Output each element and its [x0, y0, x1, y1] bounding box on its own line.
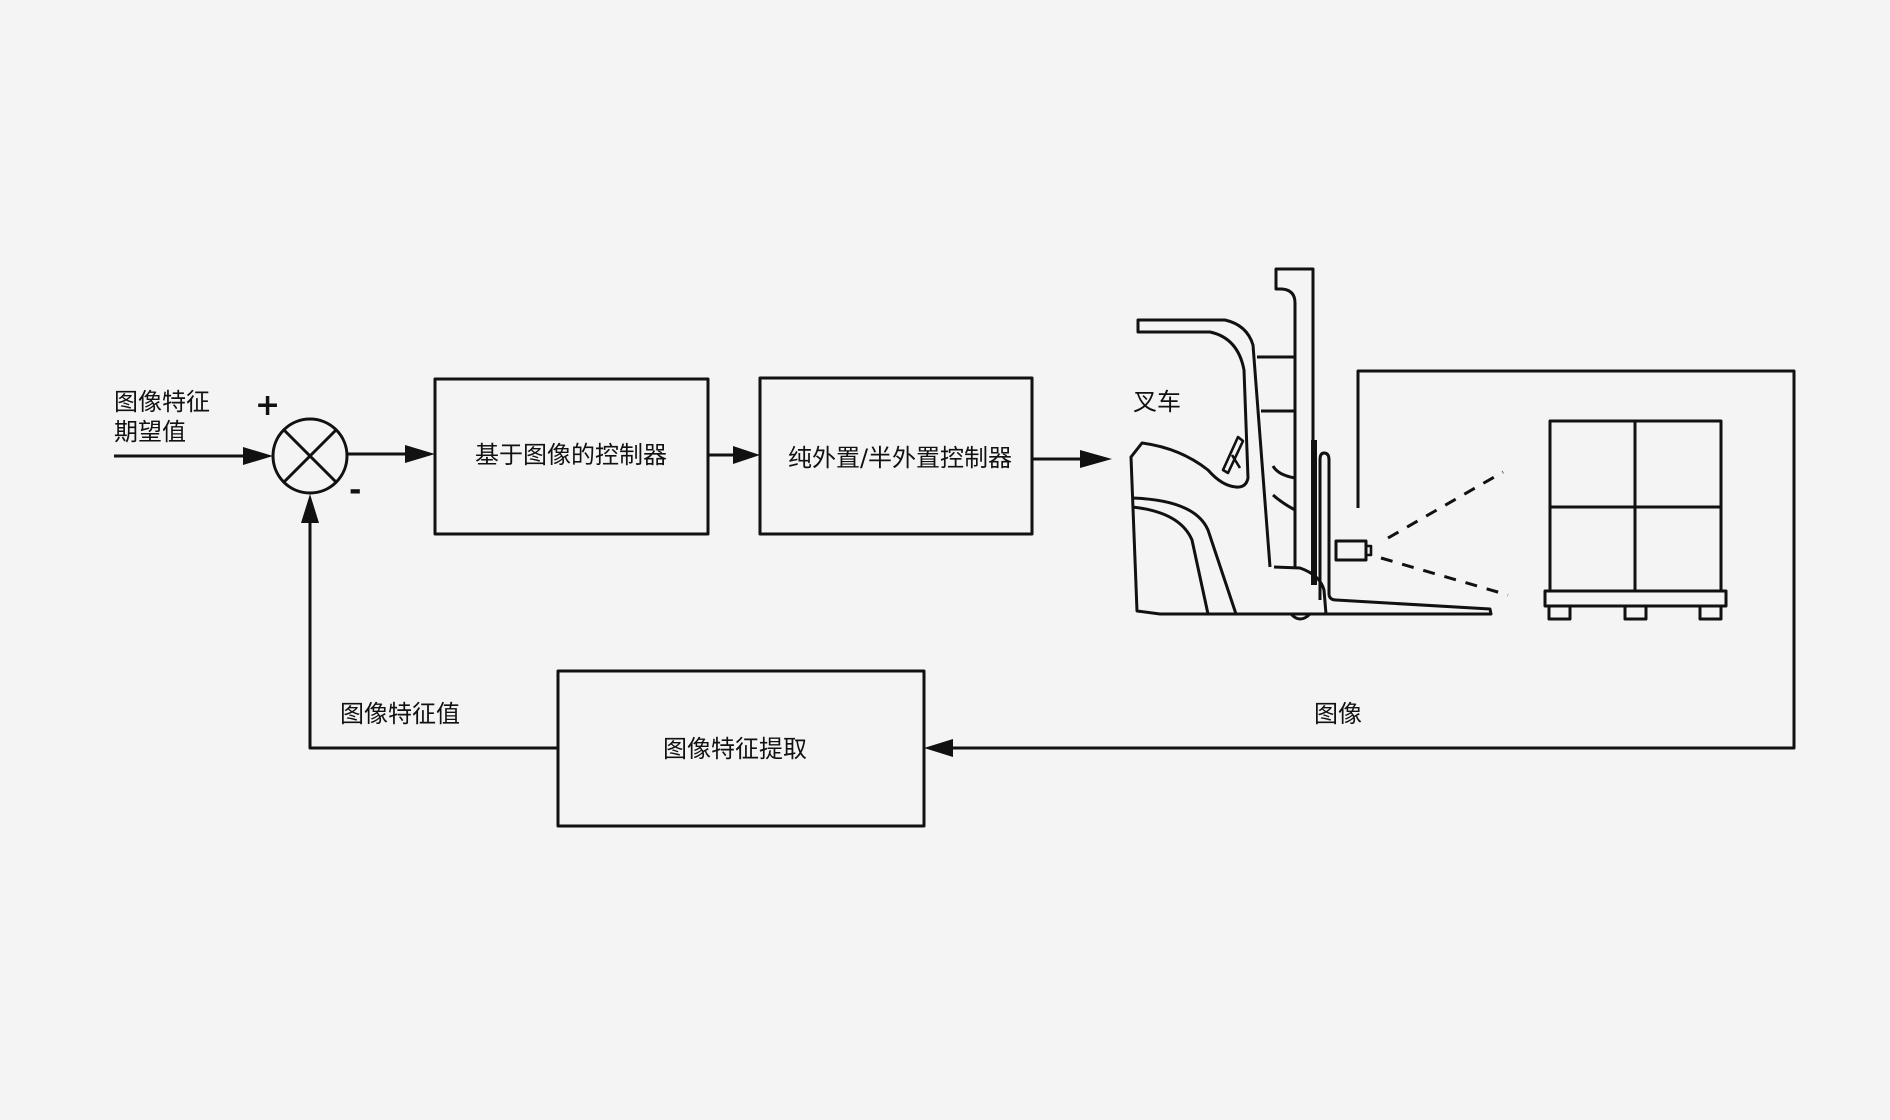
camera-icon — [1334, 539, 1373, 562]
feature-value-feedback-line — [308, 520, 558, 750]
pallet-boxes-icon — [1543, 419, 1728, 621]
input-arrowhead — [243, 447, 273, 465]
feature-extraction-label: 图像特征提取 — [663, 735, 807, 763]
input-label-line1: 图像特征 — [114, 388, 210, 416]
image-feedback-line — [947, 369, 1796, 750]
minus-sign: - — [349, 473, 361, 508]
feature-value-arrowhead — [301, 494, 319, 523]
controller-link-arrowhead — [733, 446, 760, 464]
input-label-line2: 期望值 — [114, 418, 186, 446]
forklift-icon — [1129, 267, 1493, 621]
forklift-label: 叉车 — [1133, 388, 1181, 416]
controller-to-forklift-arrowhead — [1080, 450, 1112, 468]
eye-to-hand-controller-block — [758, 376, 1034, 536]
feature-value-label: 图像特征值 — [340, 700, 460, 728]
image-feedback-label: 图像 — [1314, 700, 1362, 728]
summing-junction-icon — [271, 417, 349, 495]
sum-to-controller-arrowhead — [405, 445, 435, 463]
eye-to-hand-controller-label: 纯外置/半外置控制器 — [788, 444, 1012, 472]
image-feedback-arrowhead — [924, 739, 953, 757]
camera-fov-lower-line — [1380, 556, 1509, 597]
camera-fov-upper-line — [1387, 470, 1504, 540]
plus-sign: + — [255, 388, 280, 423]
image-based-controller-label: 基于图像的控制器 — [475, 441, 667, 469]
